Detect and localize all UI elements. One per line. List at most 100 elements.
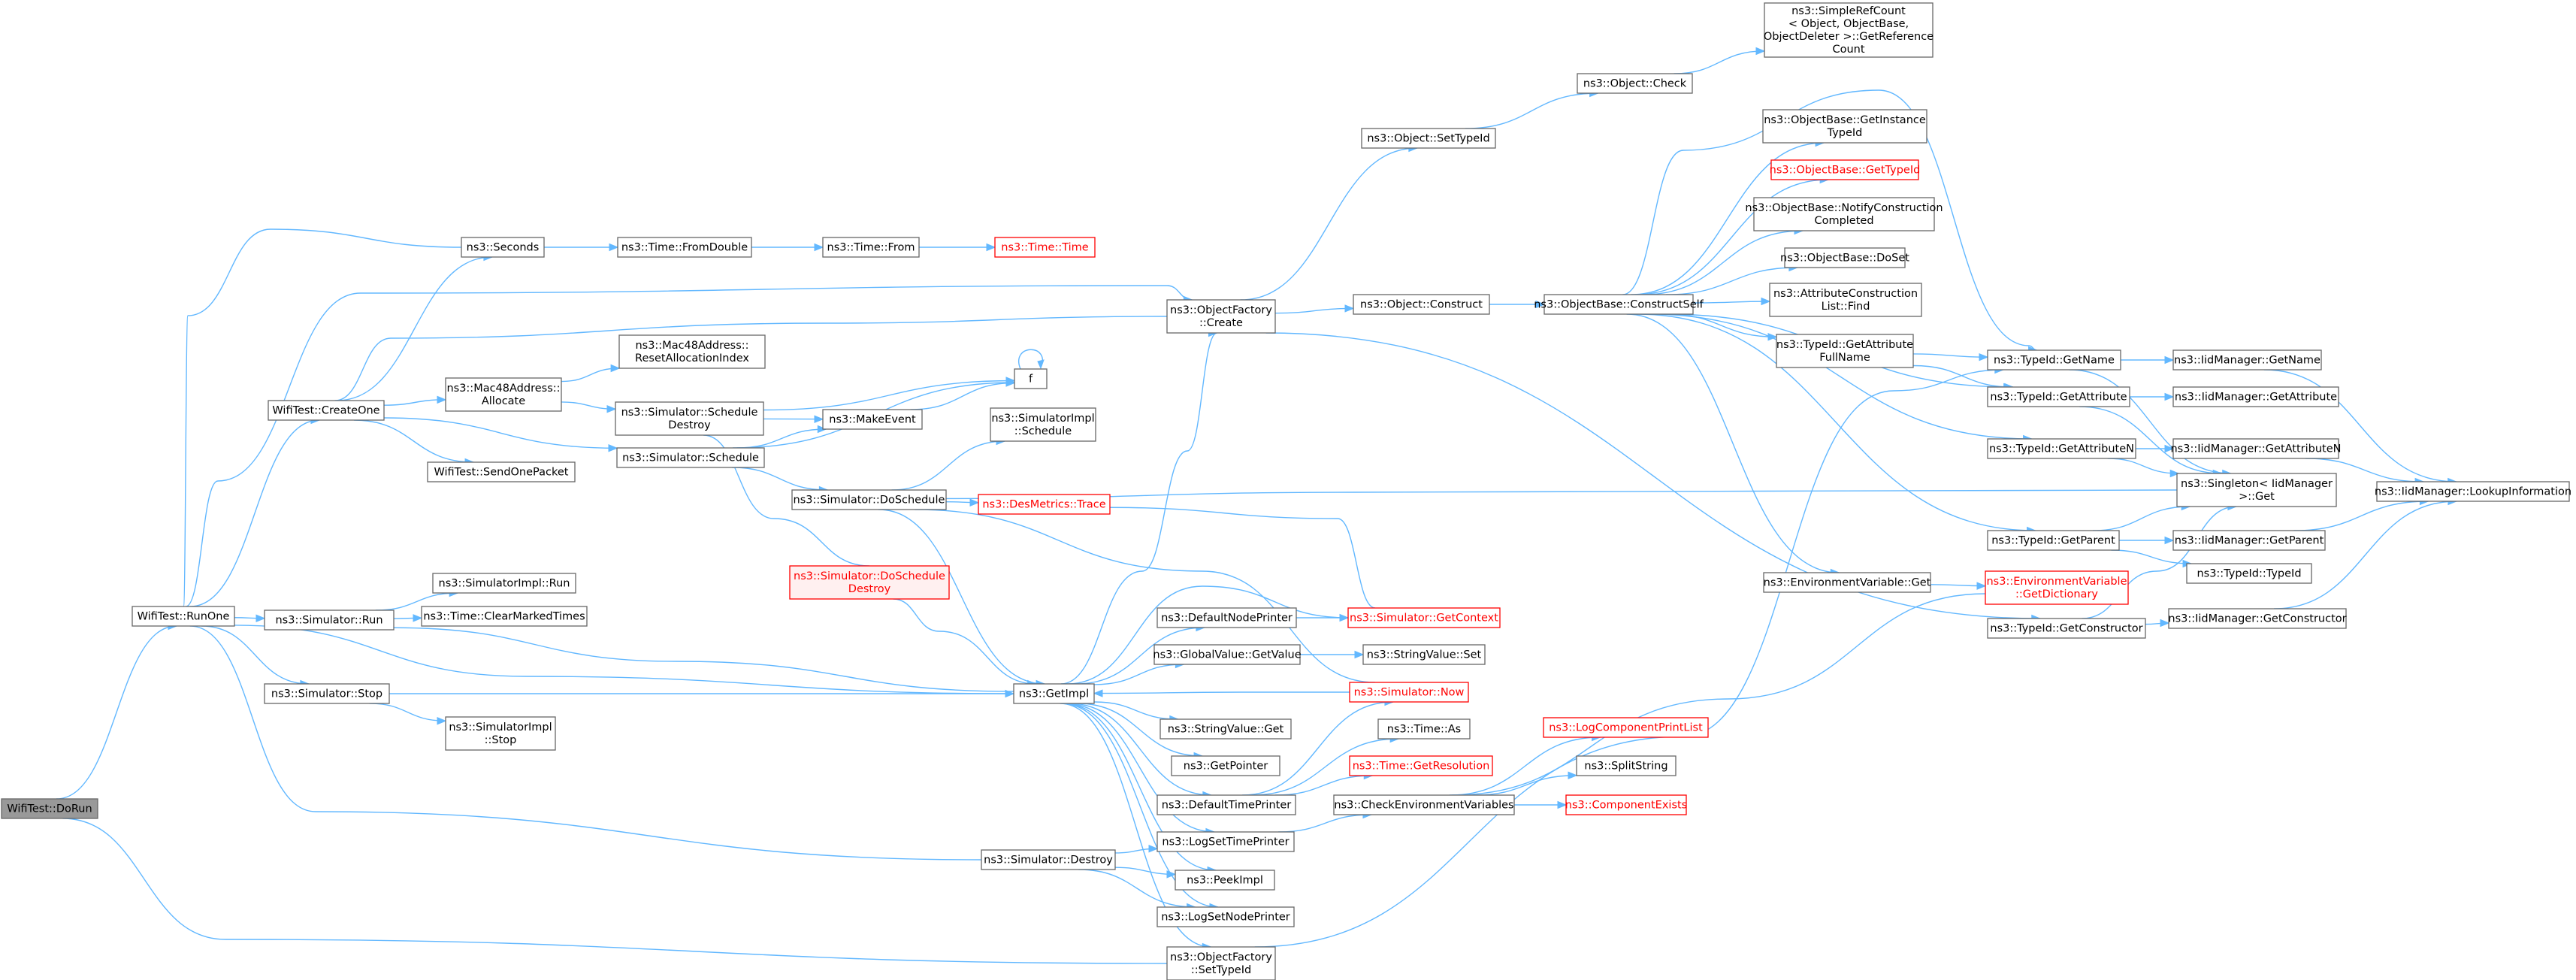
node-typeidgetattribute[interactable]: ns3::TypeId::GetAttribute	[1987, 386, 2130, 407]
node-typeidgetattributen[interactable]: ns3::TypeId::GetAttributeN	[1987, 438, 2136, 459]
node-envvarget[interactable]: ns3::EnvironmentVariable::Get	[1763, 572, 1931, 593]
edge-f-to-f	[1018, 349, 1045, 370]
node-label: ns3::Simulator::DoSchedule	[794, 495, 945, 507]
node-objconstruct[interactable]: ns3::Object::Construct	[1353, 294, 1490, 315]
node-timetime[interactable]: ns3::Time::Time	[994, 237, 1096, 258]
node-stringvalueget[interactable]: ns3::StringValue::Get	[1160, 718, 1292, 740]
node-globalvaluegetvalue[interactable]: ns3::GlobalValue::GetValue	[1153, 644, 1302, 665]
node-box	[1762, 109, 1927, 144]
edge-simrun-to-getimpl	[393, 627, 1014, 692]
node-label: ns3::TypeId::GetName	[1994, 355, 2115, 367]
node-envgetdict[interactable]: ns3::EnvironmentVariable::GetDictionary	[1985, 570, 2129, 605]
edge-typeidgetattribute-to-iidgetattribute	[2130, 392, 2175, 401]
node-doset[interactable]: ns3::ObjectBase::DoSet	[1780, 247, 1909, 268]
node-label: WifiTest::RunOne	[138, 611, 230, 623]
node-label: ResetAllocationIndex	[635, 352, 749, 364]
edge-typeidgetparent-to-typeidtypeid	[2111, 549, 2193, 568]
node-objfactcreate[interactable]: ns3::ObjectFactory::Create	[1166, 299, 1276, 334]
node-label: ns3::ObjectFactory	[1170, 304, 1272, 316]
node-objcheck[interactable]: ns3::Object::Check	[1577, 73, 1693, 94]
node-box	[2172, 438, 2339, 459]
node-box	[1753, 197, 1935, 231]
node-defaulttimeprinter[interactable]: ns3::DefaultTimePrinter	[1156, 794, 1296, 815]
node-simimplschedule[interactable]: ns3::SimulatorImpl::Schedule	[990, 407, 1096, 442]
node-createone[interactable]: WifiTest::CreateOne	[268, 400, 385, 421]
node-logsetnodeprinter[interactable]: ns3::LogSetNodePrinter	[1156, 906, 1295, 927]
node-typeidgetname[interactable]: ns3::TypeId::GetName	[1987, 349, 2121, 371]
node-lookupinfo[interactable]: ns3::IidManager::LookupInformation	[2375, 481, 2571, 502]
node-simgetcontext[interactable]: ns3::Simulator::GetContext	[1347, 607, 1501, 628]
node-stringvalueset[interactable]: ns3::StringValue::Set	[1362, 644, 1486, 665]
node-timefrom[interactable]: ns3::Time::From	[822, 237, 920, 258]
node-timeas[interactable]: ns3::Time::As	[1377, 718, 1471, 740]
node-componentexists[interactable]: ns3::ComponentExists	[1565, 794, 1688, 815]
node-box	[1013, 683, 1095, 704]
node-iidgetconstructor[interactable]: ns3::IidManager::GetConstructor	[2168, 608, 2347, 629]
edge-typeidgetparent-to-iidgetparent	[2118, 536, 2175, 545]
node-iidgetattributen[interactable]: ns3::IidManager::GetAttributeN	[2170, 438, 2342, 459]
edge-constructself-to-attrconstructfind	[1692, 297, 1771, 306]
node-splitstring[interactable]: ns3::SplitString	[1576, 755, 1677, 776]
node-getimpl[interactable]: ns3::GetImpl	[1013, 683, 1095, 704]
node-constructself[interactable]: ns3::ObjectBase::ConstructSelf	[1534, 294, 1704, 315]
node-simnow[interactable]: ns3::Simulator::Now	[1349, 682, 1469, 703]
edge-createone-to-mac48allocate	[383, 395, 447, 406]
node-simplerefcount[interactable]: ns3::SimpleRefCount< Object, ObjectBase,…	[1764, 2, 1934, 58]
node-typeidtypeid[interactable]: ns3::TypeId::TypeId	[2186, 563, 2312, 584]
node-simimplstop[interactable]: ns3::SimulatorImpl::Stop	[445, 716, 556, 751]
node-getpointer[interactable]: ns3::GetPointer	[1171, 755, 1280, 776]
node-logcompprintlist[interactable]: ns3::LogComponentPrintList	[1543, 717, 1709, 738]
node-simstop[interactable]: ns3::Simulator::Stop	[264, 683, 390, 704]
node-runone[interactable]: WifiTest::RunOne	[132, 606, 235, 627]
node-clearmarked[interactable]: ns3::Time::ClearMarkedTimes	[421, 606, 588, 627]
node-iidgetname[interactable]: ns3::IidManager::GetName	[2172, 349, 2322, 371]
node-mac48reset[interactable]: ns3::Mac48Address::ResetAllocationIndex	[618, 334, 766, 369]
node-checkenvvars[interactable]: ns3::CheckEnvironmentVariables	[1333, 794, 1515, 815]
node-label: ns3::AttributeConstruction	[1773, 288, 1918, 300]
node-iidgetattribute[interactable]: ns3::IidManager::GetAttribute	[2172, 386, 2339, 407]
node-seconds[interactable]: ns3::Seconds	[461, 237, 545, 258]
node-simdestroy[interactable]: ns3::Simulator::Destroy	[981, 849, 1116, 870]
node-box	[994, 237, 1096, 258]
node-label: ns3::IidManager::GetAttributeN	[2170, 443, 2341, 455]
node-label: ns3::SimpleRefCount	[1791, 5, 1906, 17]
node-timegetresolution[interactable]: ns3::Time::GetResolution	[1349, 755, 1493, 776]
node-label: f	[1029, 374, 1033, 386]
edge-getimpl-to-defaulttimeprinter	[1069, 703, 1213, 800]
node-dorun[interactable]: WifiTest::DoRun	[1, 798, 98, 819]
node-logsettimeprinter[interactable]: ns3::LogSetTimePrinter	[1156, 831, 1295, 852]
node-typeidgetconstructor[interactable]: ns3::TypeId::GetConstructor	[1987, 618, 2146, 639]
node-simimplrun[interactable]: ns3::SimulatorImpl::Run	[432, 573, 576, 594]
node-obgettypeid[interactable]: ns3::ObjectBase::GetTypeId	[1770, 159, 1921, 180]
node-simschedule[interactable]: ns3::Simulator::Schedule	[616, 447, 765, 468]
node-label: ns3::Time::From	[827, 242, 915, 254]
node-notifyconstruction[interactable]: ns3::ObjectBase::NotifyConstructionCompl…	[1745, 197, 1943, 231]
node-label: ns3::LogSetTimePrinter	[1162, 836, 1289, 848]
node-makeevent[interactable]: ns3::MakeEvent	[822, 409, 923, 430]
node-objsettypeid[interactable]: ns3::Object::SetTypeId	[1361, 128, 1496, 149]
node-sendonepacket[interactable]: WifiTest::SendOnePacket	[427, 461, 576, 482]
node-box	[1349, 755, 1493, 776]
node-peekimpl[interactable]: ns3::PeekImpl	[1175, 870, 1275, 891]
node-fromdouble[interactable]: ns3::Time::FromDouble	[617, 237, 752, 258]
node-objfactsettypeid[interactable]: ns3::ObjectFactory::SetTypeId	[1166, 946, 1276, 980]
node-simdoschedule[interactable]: ns3::Simulator::DoSchedule	[791, 489, 947, 510]
node-label: ns3::Object::Construct	[1360, 299, 1483, 311]
node-simrun[interactable]: ns3::Simulator::Run	[264, 609, 395, 631]
node-mac48allocate[interactable]: ns3::Mac48Address::Allocate	[445, 377, 562, 412]
edge-mac48allocate-to-mac48reset	[561, 364, 621, 383]
node-iidgetparent[interactable]: ns3::IidManager::GetParent	[2172, 530, 2326, 551]
node-f[interactable]: f	[1014, 368, 1048, 389]
node-defaultnodeprinter[interactable]: ns3::DefaultNodePrinter	[1156, 607, 1297, 628]
node-label: ns3::SimulatorImpl::Run	[439, 578, 570, 590]
node-typeidgetparent[interactable]: ns3::TypeId::GetParent	[1987, 530, 2120, 551]
node-box	[990, 407, 1096, 442]
node-box	[132, 606, 235, 627]
node-singletonget[interactable]: ns3::Singleton< IidManager>::Get	[2176, 473, 2337, 507]
node-desmetricstrace[interactable]: ns3::DesMetrics::Trace	[978, 494, 1111, 515]
